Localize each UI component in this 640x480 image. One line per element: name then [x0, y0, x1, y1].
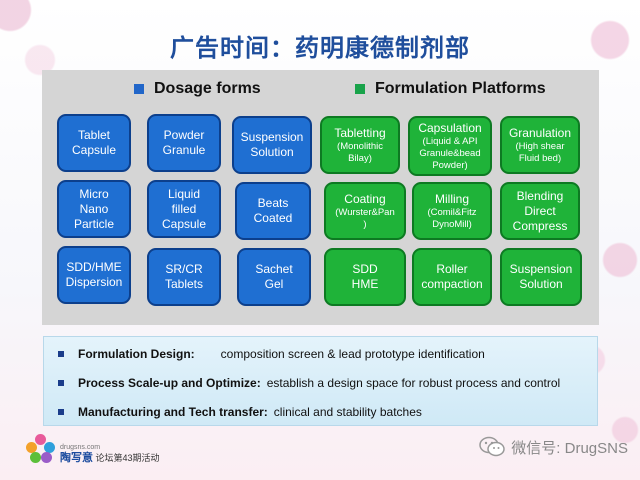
services-info-box: Formulation Design: composition screen &…	[43, 336, 598, 426]
forms-platforms-panel: Dosage forms Formulation Platforms Table…	[42, 70, 599, 325]
info-text: clinical and stability batches	[273, 405, 422, 419]
info-label: Process Scale-up and Optimize:	[78, 376, 261, 390]
wechat-id: 微信号: DrugSNS	[511, 439, 628, 457]
slide-title: 广告时间：药明康德制剂部	[170, 35, 470, 62]
info-text: establish a design space for robust proc…	[266, 376, 561, 390]
wechat-icon	[479, 436, 506, 457]
square-bullet-icon	[58, 409, 64, 415]
logo-brand: 陶写意	[60, 452, 93, 464]
info-text: composition screen & lead prototype iden…	[220, 347, 485, 361]
logo-url: drugsns.com	[60, 444, 101, 451]
info-row: Formulation Design: composition screen &…	[58, 347, 485, 361]
wechat-watermark: 微信号: DrugSNS	[479, 436, 628, 458]
info-label: Manufacturing and Tech transfer:	[78, 405, 268, 419]
dosage-forms-heading-text: Dosage forms	[154, 80, 261, 97]
logo-caption: 论坛第43期活动	[95, 453, 160, 463]
square-bullet-icon	[134, 84, 144, 94]
forum-logo: drugsns.com 陶写意 论坛第43期活动	[26, 434, 160, 464]
info-row: Process Scale-up and Optimize: establish…	[58, 376, 560, 390]
square-bullet-icon	[355, 84, 365, 94]
formulation-platforms-heading: Formulation Platforms	[355, 80, 546, 98]
square-bullet-icon	[58, 351, 64, 357]
info-row: Manufacturing and Tech transfer: clinica…	[58, 405, 422, 419]
info-label: Formulation Design:	[78, 347, 195, 361]
dosage-forms-heading: Dosage forms	[134, 80, 261, 98]
formulation-platforms-heading-text: Formulation Platforms	[375, 80, 546, 97]
flower-logo-icon	[26, 434, 56, 464]
platform-box: Coating(Wurster&Pan)	[324, 182, 406, 240]
square-bullet-icon	[58, 380, 64, 386]
